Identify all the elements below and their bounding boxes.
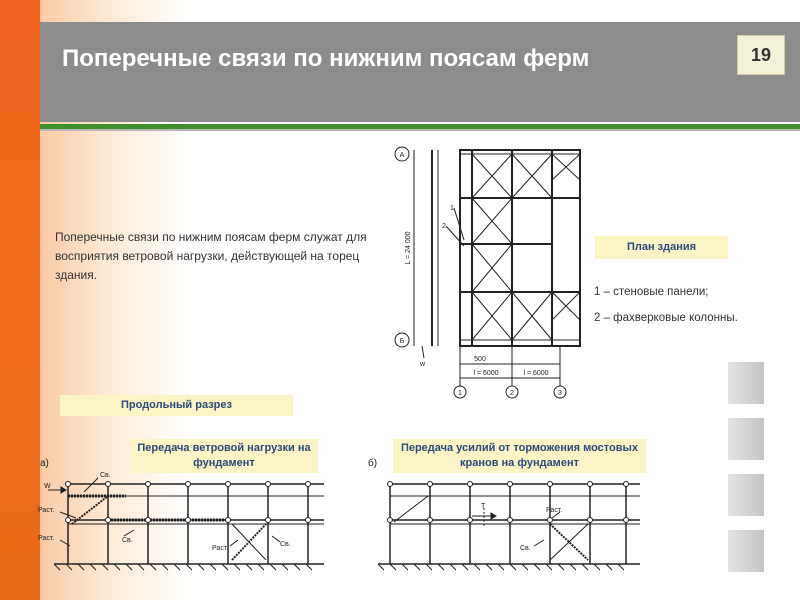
figure-label-b: б) [368,457,377,469]
section-b-t-label: T [481,503,486,510]
axis-marker-b [394,332,410,348]
column-marker-1 [453,385,467,399]
slide-description: Поперечные связи по нижним поясам ферм с… [55,230,367,282]
dimension-span-2: l = 6000 [523,370,548,377]
title-rule-green [40,124,800,129]
section-b-sv-label: Св. [520,545,531,552]
column-label-2: 2 [510,390,514,397]
column-label-3: 3 [558,390,562,397]
section-a-drawing: а) W Св. Раст. Раст. Св. Раст. Св. [38,458,324,571]
section-b-drawing: б) T Раст. Св. [368,457,640,571]
title-bar [40,22,800,122]
dimension-span-1: l = 6000 [473,370,498,377]
building-plan-drawing: А Б L = 24 000 500 l = 6000 l = 6000 1 2… [394,146,581,399]
column-marker-2 [505,385,519,399]
longitudinal-section-label: Продольный разрез [60,395,293,416]
wind-load-label: Передача ветровой нагрузки на фундамент [130,439,318,473]
section-a-sv-label: Св. [100,472,111,479]
plan-mark-1: 1 [450,205,454,212]
column-label-1: 1 [458,390,462,397]
slide-number: 19 [737,35,785,75]
axis-label-a: А [400,152,405,159]
section-a-sv-label-2: Св. [122,537,133,544]
section-a-rast-label-3: Раст. [212,545,228,552]
figure-label-a: а) [40,458,49,469]
dimension-500: 500 [474,356,486,363]
axis-label-b: Б [400,338,405,345]
section-a-sv-label-3: Св. [280,541,291,548]
section-a-rast-label-2: Раст. [38,535,54,542]
axis-marker-a [394,146,410,162]
title-rule-grey [40,129,800,131]
side-tab-3 [728,474,764,516]
left-accent-band [0,0,40,600]
plan-mark-2: 2 [442,223,446,230]
column-marker-3 [553,385,567,399]
crane-forces-label: Передача усилий от торможения мостовых к… [393,439,646,473]
slide-title: Поперечные связи по нижним поясам ферм [62,45,590,72]
plan-mark-w: w [419,361,426,368]
section-a-rast-label-1: Раст. [38,507,54,514]
plan-legend-item-2: 2 – фахверковые колонны. [594,312,738,324]
dimension-length: L = 24 000 [405,231,412,264]
side-tab-1 [728,362,764,404]
side-tab-4 [728,530,764,572]
side-tab-2 [728,418,764,460]
section-b-rast-label: Раст. [546,507,562,514]
section-a-wind: W [44,483,51,490]
plan-label: План здания [595,236,728,259]
plan-legend-item-1: 1 – стеновые панели; [594,286,709,298]
